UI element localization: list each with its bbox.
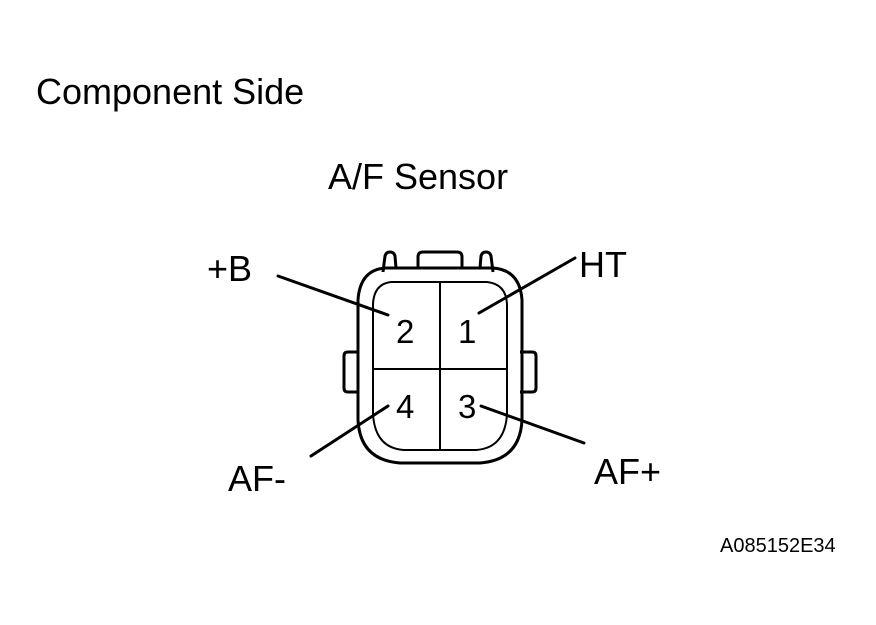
connector-housing: [342, 250, 538, 465]
pin-2-number: 2: [396, 313, 414, 350]
leader-pin-2: [276, 274, 390, 317]
signal-label-pin-4: AF-: [228, 458, 286, 499]
connector-title: A/F Sensor: [328, 156, 508, 197]
pin-3-number: 3: [458, 388, 476, 425]
pin-1-number: 1: [458, 313, 476, 350]
figure-code: A085152E34: [720, 535, 836, 557]
leader-pin-3: [479, 404, 586, 445]
signal-label-pin-3: AF+: [594, 451, 661, 492]
pin-4-number: 4: [396, 388, 414, 425]
component-side-heading: Component Side: [36, 71, 304, 112]
leader-pin-1: [477, 256, 577, 315]
signal-label-pin-2: +B: [207, 248, 252, 289]
leader-pin-4: [309, 404, 390, 458]
signal-label-pin-1: HT: [579, 244, 627, 285]
